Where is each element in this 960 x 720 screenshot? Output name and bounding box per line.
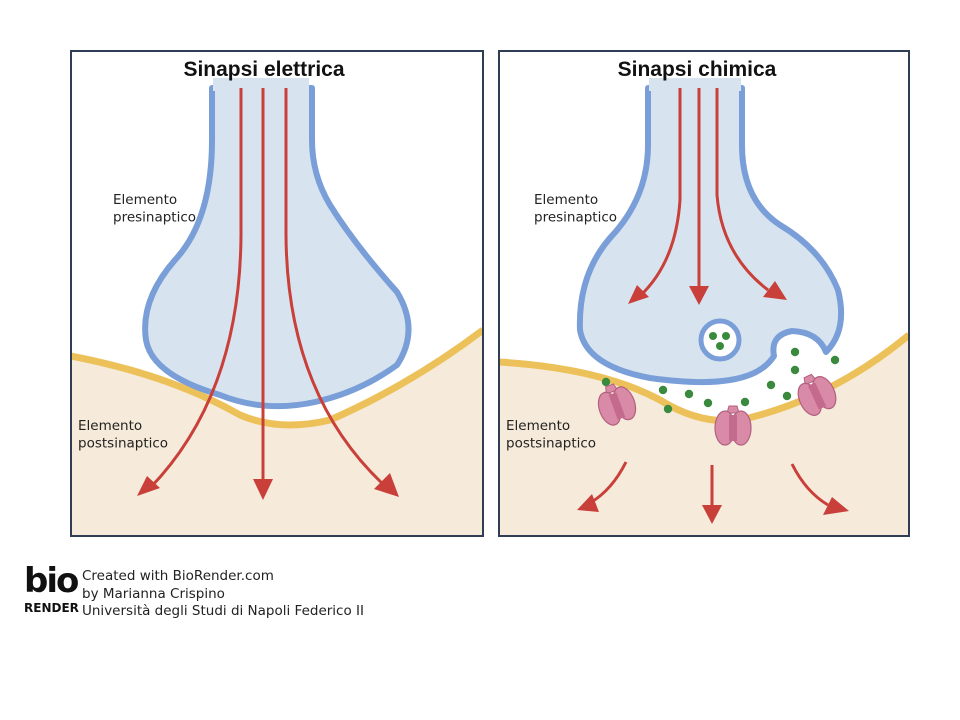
neurotransmitter-dot — [663, 404, 673, 414]
release-arrowhead — [628, 285, 649, 304]
label-line: Elemento — [534, 192, 598, 208]
neurotransmitter-dot — [830, 355, 840, 365]
label-line: Elemento — [506, 418, 570, 434]
current-arrowhead-center — [253, 479, 273, 500]
receptor-channel — [797, 373, 837, 416]
electrical-synapse-title: Sinapsi elettrica — [183, 58, 344, 81]
electrical-current-arrows — [137, 88, 399, 500]
current-arrowhead — [823, 497, 849, 515]
postsynaptic-current-arrows — [577, 461, 849, 524]
electrical-synapse-panel: Sinapsi elettrica Elemento presinaptico … — [70, 50, 484, 537]
neurotransmitter-dot — [716, 342, 724, 350]
release-arrowhead — [763, 281, 787, 300]
current-arrowhead — [577, 494, 599, 512]
logo-word: bio — [24, 561, 79, 601]
label-line: postsinaptico — [78, 436, 168, 452]
label-line: postsinaptico — [506, 436, 596, 452]
postsynaptic-membrane — [499, 332, 909, 425]
neurotransmitter-cloud — [601, 347, 840, 414]
receptor-channel — [597, 383, 637, 426]
current-arrowhead-left — [137, 476, 160, 496]
neurotransmitter-dot — [703, 398, 713, 408]
neurotransmitter-dot — [766, 380, 776, 390]
neurotransmitter-dot — [684, 389, 694, 399]
electrical-postsynaptic-label: Elemento postsinaptico — [78, 418, 168, 452]
biorender-logo: bio RENDER — [24, 564, 80, 622]
neurotransmitter-dot — [790, 347, 800, 357]
receptor-channel — [714, 405, 752, 446]
credit-line-author: by Marianna Crispino — [82, 585, 225, 602]
neurotransmitter-dot — [790, 365, 800, 375]
label-line: presinaptico — [534, 210, 617, 226]
chemical-synapse-panel: Sinapsi chimica Elemento presinaptico El… — [498, 50, 910, 537]
release-arrowhead — [689, 286, 709, 305]
release-arrows — [628, 88, 787, 305]
current-arrowhead-right — [374, 473, 399, 497]
neurotransmitter-dot — [601, 377, 611, 387]
label-line: Elemento — [78, 418, 142, 434]
logo-subtitle: RENDER — [24, 601, 79, 615]
panel-frame-left — [70, 50, 484, 537]
postsynaptic-membrane — [71, 327, 483, 429]
synaptic-vesicle — [698, 318, 742, 362]
neurotransmitter-dot — [782, 391, 792, 401]
presynaptic-element — [142, 85, 412, 410]
chemical-postsynaptic-label: Elemento postsinaptico — [506, 418, 596, 452]
chemical-presynaptic-label: Elemento presinaptico — [534, 192, 617, 226]
credit-line-affiliation: Università degli Studi di Napoli Federic… — [82, 603, 364, 619]
panel-frame-right — [498, 50, 910, 537]
credit-line-tool: Created with BioRender.com — [82, 568, 274, 584]
neurotransmitter-dot — [709, 332, 717, 340]
current-arrowhead — [702, 505, 722, 524]
electrical-presynaptic-label: Elemento presinaptico — [113, 192, 196, 226]
neurotransmitter-dot — [722, 332, 730, 340]
credit-text: Created with BioRender.com by Marianna C… — [82, 568, 364, 621]
label-line: presinaptico — [113, 210, 196, 226]
chemical-synapse-title: Sinapsi chimica — [618, 58, 777, 81]
label-line: Elemento — [113, 192, 177, 208]
neurotransmitter-dot — [740, 397, 750, 407]
neurotransmitter-dot — [658, 385, 668, 395]
presynaptic-element — [576, 85, 845, 386]
credit-block: bio RENDER Created with BioRender.com by… — [24, 564, 444, 628]
